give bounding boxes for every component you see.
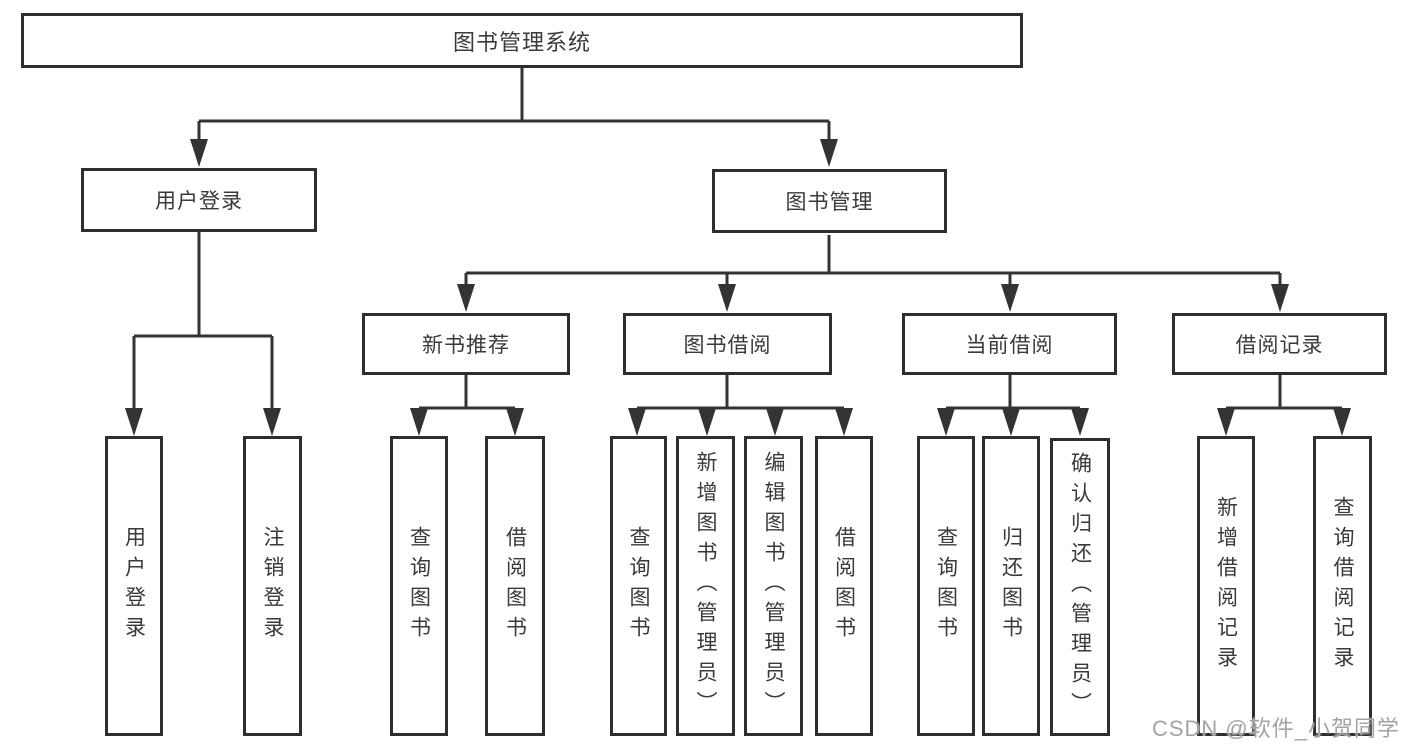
arrow-down-icon: [506, 408, 524, 436]
leaf-label: 确认归还（管理员）: [1068, 452, 1092, 722]
leaf-confirm-return-admin: 确认归还（管理员）: [1050, 438, 1110, 736]
arrow-down-icon: [410, 408, 428, 436]
node-current-borrowing: 当前借阅: [902, 313, 1117, 375]
leaf-borrow-books: 借阅图书: [485, 436, 545, 736]
arrow-down-icon: [835, 408, 853, 436]
arrow-down-icon: [766, 408, 784, 436]
csdn-watermark: CSDN @软件_小贺同学: [1151, 716, 1400, 741]
node-user-login: 用户登录: [81, 168, 317, 232]
arrow-down-icon: [190, 139, 208, 167]
leaf-user-login: 用户登录: [105, 436, 163, 736]
leaf-return-book: 归还图书: [982, 436, 1040, 736]
leaf-logout: 注销登录: [243, 436, 302, 736]
node-new-book-recommend: 新书推荐: [362, 313, 570, 375]
leaf-query-books-3: 查询图书: [917, 436, 975, 736]
arrow-down-icon: [1271, 284, 1289, 312]
leaf-add-borrow-record: 新增借阅记录: [1197, 436, 1255, 736]
node-library-management-system: 图书管理系统: [21, 13, 1023, 68]
arrow-down-icon: [1071, 408, 1089, 436]
arrow-down-icon: [263, 408, 281, 436]
leaf-label: 归还图书: [999, 526, 1023, 646]
arrow-down-icon: [1001, 284, 1019, 312]
leaf-label: 查询借阅记录: [1331, 496, 1354, 676]
node-book-borrowing: 图书借阅: [623, 313, 832, 375]
arrow-down-icon: [820, 139, 838, 167]
leaf-label: 查询图书: [934, 526, 958, 646]
leaf-add-book-admin: 新增图书（管理员）: [676, 436, 735, 736]
arrow-down-icon: [457, 284, 475, 312]
node-book-management: 图书管理: [712, 169, 947, 233]
leaf-label: 用户登录: [122, 526, 146, 646]
arrow-down-icon: [1217, 408, 1235, 436]
arrow-down-icon: [1002, 408, 1020, 436]
arrow-down-icon: [718, 284, 736, 312]
leaf-label: 借阅图书: [503, 526, 527, 646]
leaf-label: 注销登录: [261, 526, 284, 646]
leaf-label: 新增借阅记录: [1214, 496, 1238, 676]
leaf-label: 新增图书（管理员）: [694, 451, 717, 721]
arrow-down-icon: [937, 408, 955, 436]
arrow-down-icon: [698, 408, 716, 436]
leaf-label: 查询图书: [627, 526, 650, 646]
node-borrowing-records: 借阅记录: [1172, 313, 1387, 375]
arrow-down-icon: [1333, 408, 1351, 436]
leaf-query-books-2: 查询图书: [610, 436, 667, 736]
leaf-query-borrow-record: 查询借阅记录: [1313, 436, 1372, 736]
leaf-label: 编辑图书（管理员）: [762, 451, 785, 721]
leaf-edit-book-admin: 编辑图书（管理员）: [744, 436, 803, 736]
leaf-label: 查询图书: [407, 526, 431, 646]
leaf-label: 借阅图书: [832, 526, 856, 646]
arrow-down-icon: [628, 408, 646, 436]
leaf-borrow-books-2: 借阅图书: [815, 436, 873, 736]
arrow-down-icon: [125, 408, 143, 436]
leaf-query-books: 查询图书: [390, 436, 448, 736]
